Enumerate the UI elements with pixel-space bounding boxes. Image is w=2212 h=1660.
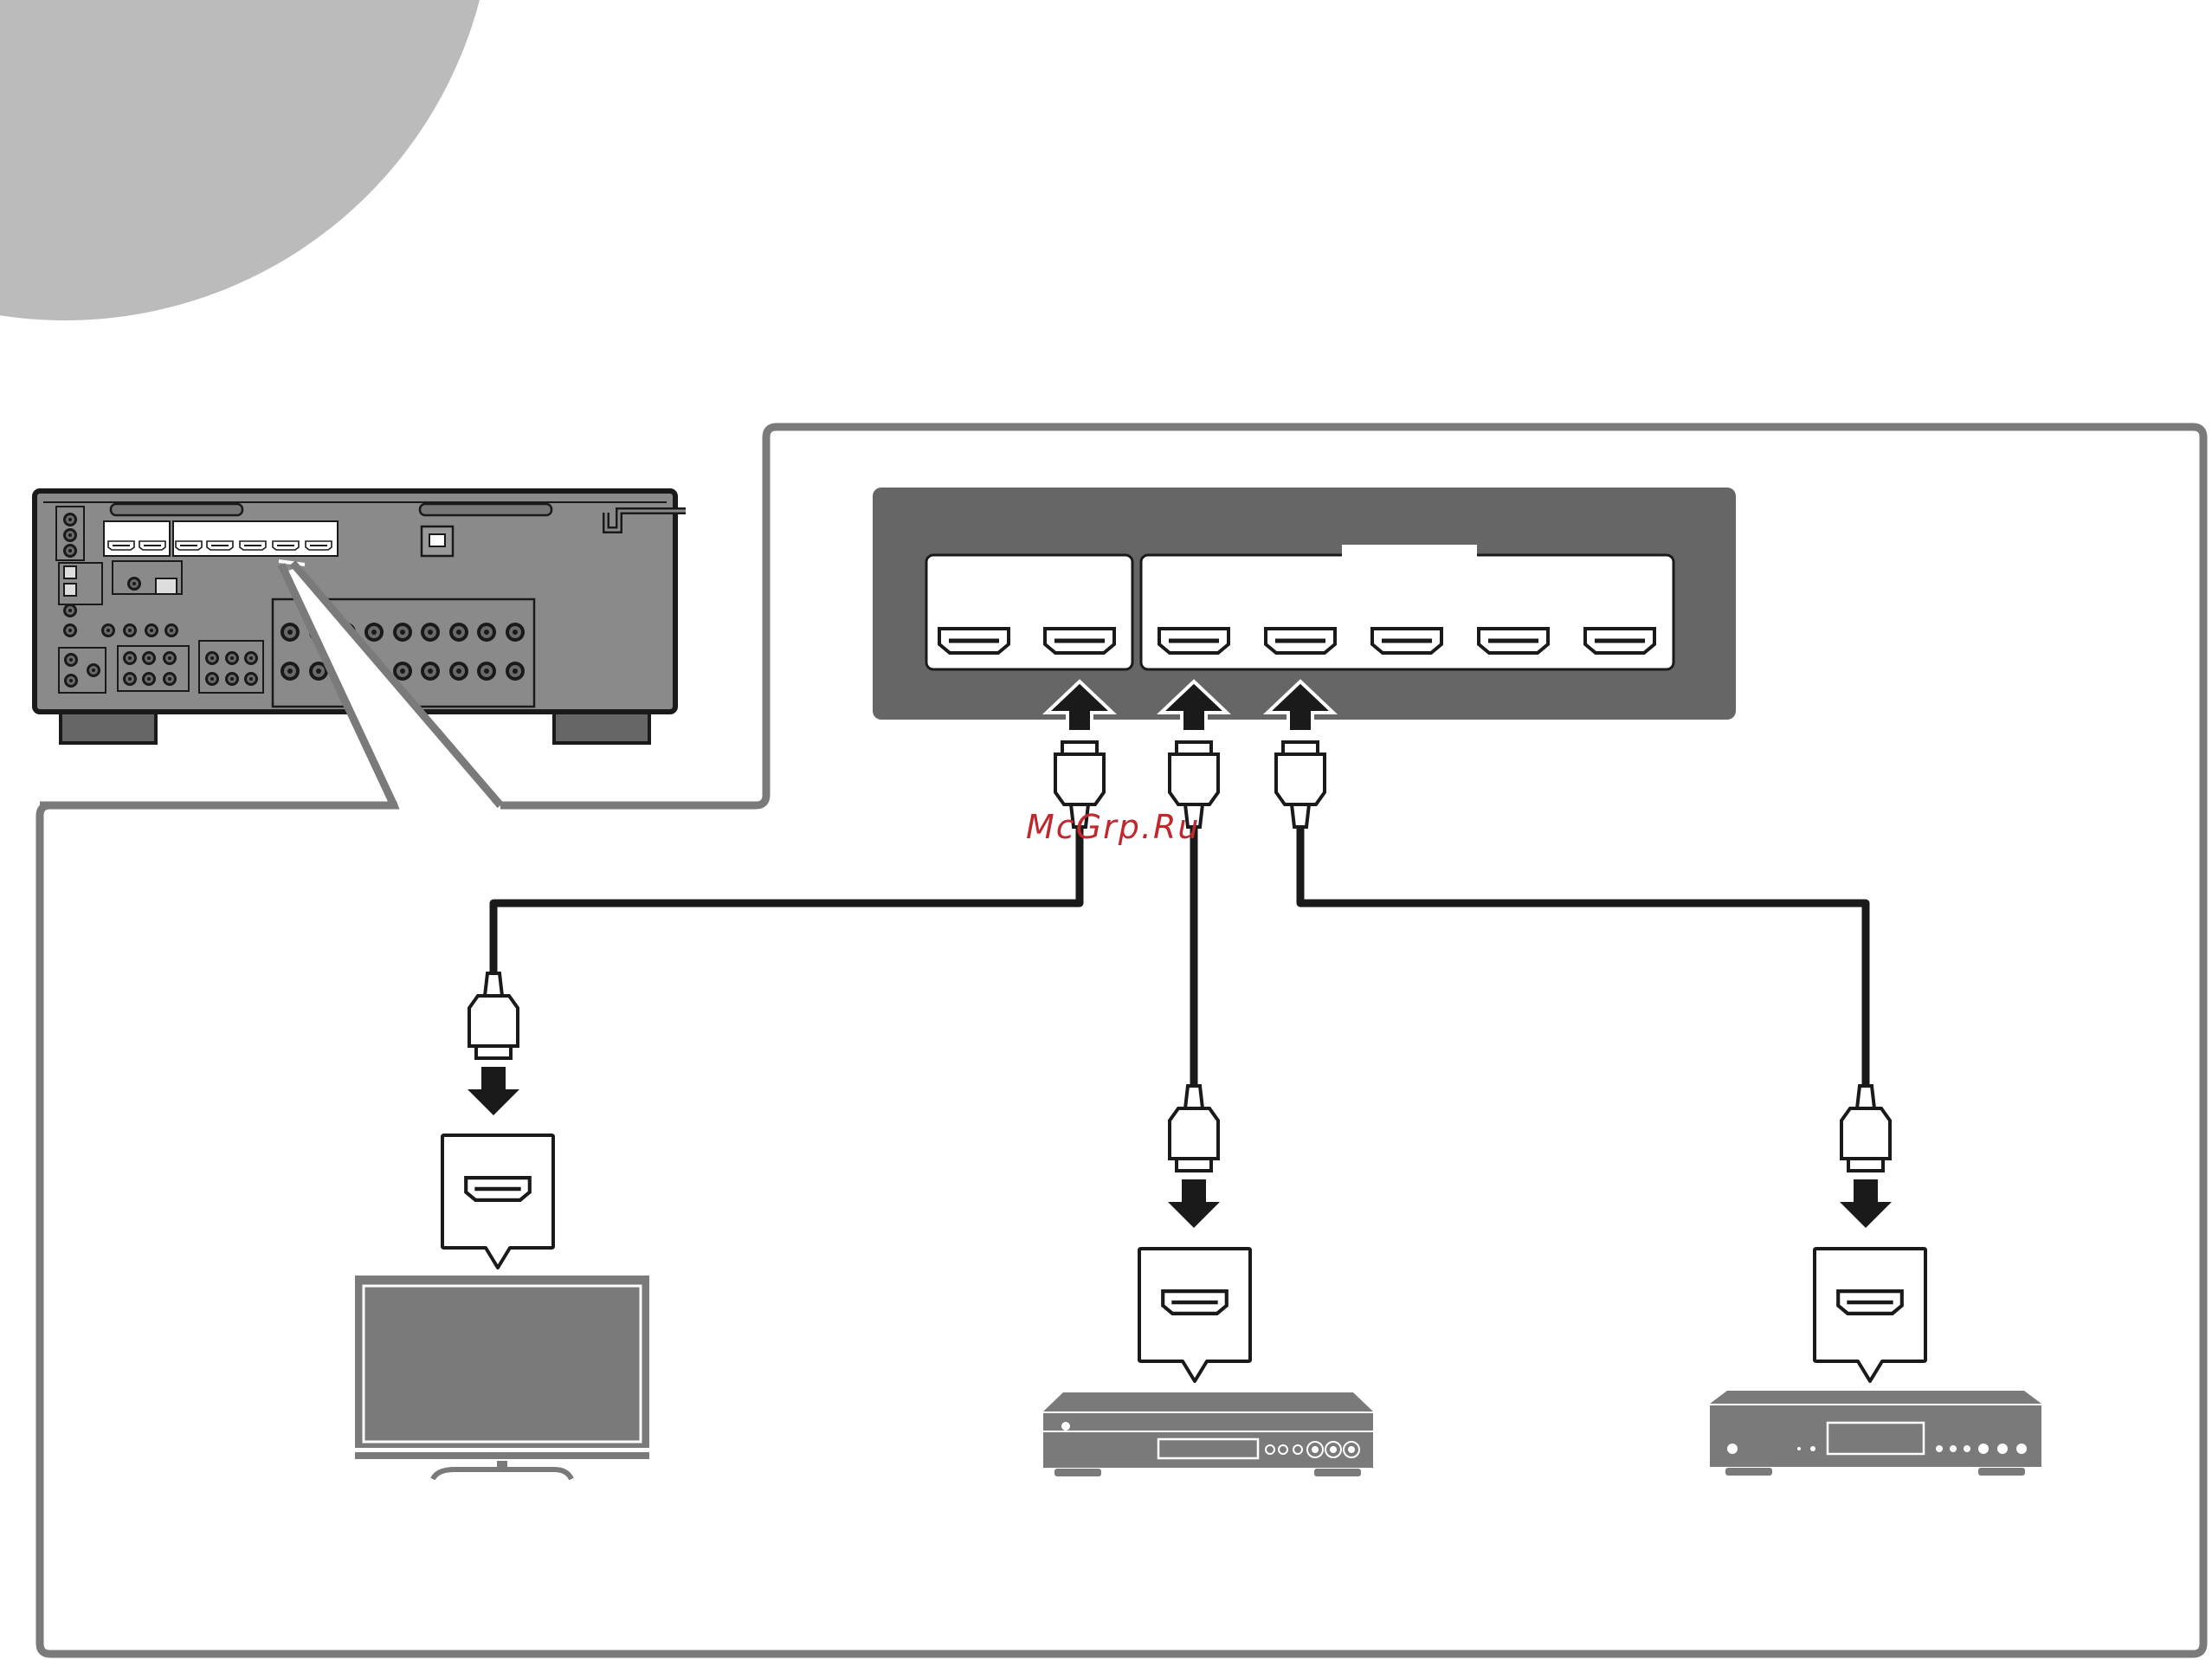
- cables: [493, 827, 1866, 1089]
- hdmi-port-icon: [442, 1135, 553, 1268]
- cable-tv: [493, 827, 1080, 977]
- watermark-text: McGrp.Ru: [1026, 808, 1199, 846]
- corner-circle: [0, 0, 493, 320]
- hdmi-in-port-5[interactable]: [1585, 629, 1654, 653]
- cable-device: [1300, 827, 1866, 1089]
- arrow-down-icon: [1168, 1179, 1220, 1228]
- hdmi-plug-icon: [469, 973, 518, 1058]
- hdmi-out-port-1[interactable]: [939, 629, 1009, 653]
- hdmi-out-port-2[interactable]: [1045, 629, 1114, 653]
- tv-icon: [355, 1276, 649, 1479]
- hdmi-in-port-4[interactable]: [1479, 629, 1548, 653]
- av-device-icon: [1710, 1391, 2041, 1476]
- hdmi-in-port-1[interactable]: [1159, 629, 1229, 653]
- hdmi-port-icon: [1815, 1249, 1925, 1381]
- hdmi-plug-icon: [1276, 742, 1325, 827]
- arrow-down-icon: [468, 1067, 519, 1115]
- hdmi-plug-icon: [1170, 1086, 1218, 1171]
- hdmi-port-icon: [1139, 1249, 1250, 1381]
- hdmi-in-port-3[interactable]: [1372, 629, 1441, 653]
- arrow-down-icon: [1840, 1179, 1892, 1228]
- hdmi-in-port-2[interactable]: [1266, 629, 1335, 653]
- disc-player-icon: [1043, 1392, 1373, 1476]
- hdmi-plug-icon: [1841, 1086, 1890, 1171]
